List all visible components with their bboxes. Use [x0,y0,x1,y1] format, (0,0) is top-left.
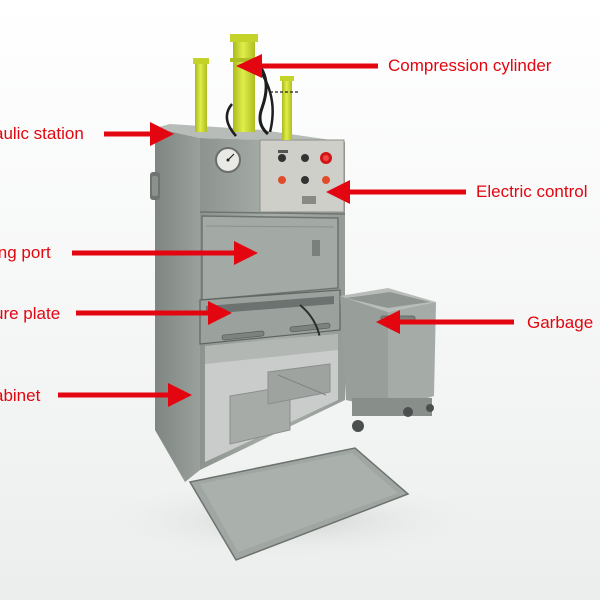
arrow-cabinet [58,383,192,407]
pressure-gauge-icon [215,147,241,173]
label-cabinet: abinet [0,386,41,405]
arrow-pressure-plate [76,301,232,325]
label-feeding-port: ing port [0,243,51,262]
label-compression-cylinder: Compression cylinder [388,56,552,75]
arrow-garbage [376,310,514,334]
label-electric-control: Electric control [476,182,588,201]
label-pressure-plate: ure plate [0,304,61,323]
bottom-door [188,447,410,561]
label-hydraulic-station: aulic station [0,124,84,143]
arrow-hydraulic-station [104,122,174,146]
side-cylinder-right [280,76,294,140]
arrow-feeding-port [72,241,258,265]
arrow-electric-control [326,180,466,204]
label-garbage: Garbage [527,313,594,332]
side-cylinder-left [193,58,209,132]
cabinet-lower [205,334,338,462]
electric-control-panel [259,139,345,213]
compression-cylinder [230,34,258,132]
arrow-compression-cylinder [236,54,378,78]
feeding-port-door [201,215,339,301]
pressure-plate [199,289,341,345]
garbage-cart [340,288,436,432]
